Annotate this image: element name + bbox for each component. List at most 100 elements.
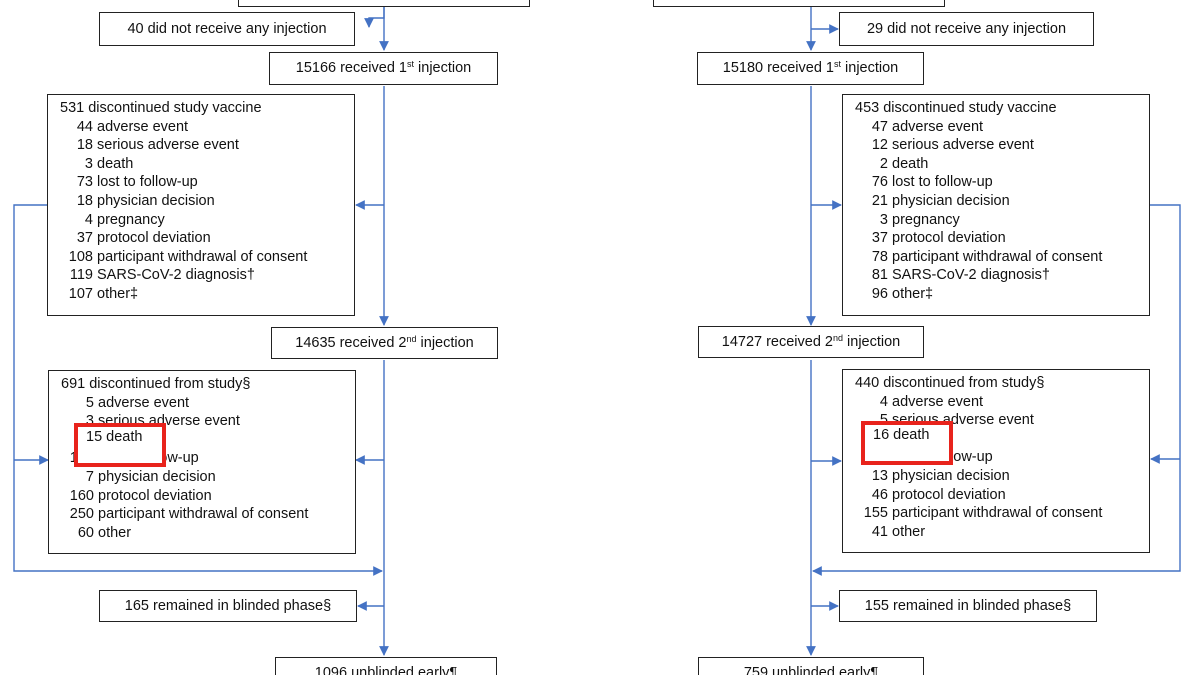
left-no-injection-arrow bbox=[364, 6, 385, 28]
reason-label: other bbox=[98, 524, 132, 541]
reason-count: 44 bbox=[76, 118, 93, 135]
reason-label: participant withdrawal of consent bbox=[892, 505, 1103, 522]
reason-count: 81 bbox=[871, 267, 888, 284]
reason-count: 5 bbox=[855, 411, 888, 430]
reason-count: 3 bbox=[85, 413, 94, 430]
reason-count: 3 bbox=[879, 211, 888, 228]
reason-count: 4 bbox=[84, 211, 93, 228]
reason-label: pregnancy bbox=[97, 211, 165, 228]
reason-label: serious adverse event bbox=[97, 137, 239, 154]
reason-count: 107 bbox=[68, 285, 93, 302]
left-first-injection-text: 15166 received 1st injection bbox=[295, 59, 472, 77]
reason-label: other‡ bbox=[97, 285, 139, 302]
reason-label: physician decision bbox=[98, 468, 216, 485]
reason-count: 3 bbox=[84, 155, 93, 172]
reason-count: 18 bbox=[76, 137, 93, 154]
right-second-injection-text: 14727 received 2nd injection bbox=[721, 332, 901, 350]
left-unblinded-early-box: 1096 unblinded early¶ bbox=[275, 657, 497, 675]
reason-label: SARS-CoV-2 diagnosis† bbox=[97, 267, 255, 284]
reason-count: 5 bbox=[85, 394, 94, 411]
left-remained-blinded-text: 165 remained in blinded phase§ bbox=[124, 597, 332, 614]
right-discontinued-study-header: 440 discontinued from study§ bbox=[855, 375, 1045, 391]
reason-count: 21 bbox=[871, 192, 888, 209]
reason-label: other‡ bbox=[892, 285, 934, 302]
reason-count: 13 bbox=[871, 467, 888, 484]
right-discontinued-vaccine-header: 453 discontinued study vaccine bbox=[855, 100, 1057, 116]
right-unblinded-early-text: 759 unblinded early¶ bbox=[743, 665, 879, 675]
right-top-box-partial bbox=[653, 0, 945, 7]
reason-count: 41 bbox=[871, 523, 888, 540]
left-second-injection-box: 14635 received 2nd injection bbox=[271, 327, 498, 359]
reason-label: SARS-CoV-2 diagnosis† bbox=[892, 267, 1050, 284]
left-no-injection-box: 40 did not receive any injection bbox=[99, 12, 355, 46]
right-unblinded-early-box: 759 unblinded early¶ bbox=[698, 657, 924, 675]
right-no-injection-box: 29 did not receive any injection bbox=[839, 12, 1094, 46]
left-death-highlight: 15 death bbox=[74, 423, 166, 467]
reason-label: other bbox=[892, 523, 926, 540]
reason-count: 46 bbox=[871, 486, 888, 503]
reason-count: 108 bbox=[68, 248, 93, 265]
reason-count: 160 bbox=[69, 487, 94, 504]
reason-label: physician decision bbox=[97, 192, 215, 209]
reason-count: 7 bbox=[85, 468, 94, 485]
reason-count: 18 bbox=[76, 192, 93, 209]
reason-label: adverse event bbox=[98, 394, 190, 411]
left-top-box-partial bbox=[238, 0, 530, 7]
reason-count: 4 bbox=[879, 393, 888, 410]
reason-label: adverse event bbox=[97, 118, 189, 135]
right-outer-loop-line bbox=[812, 204, 1181, 576]
right-remained-blinded-box: 155 remained in blinded phase§ bbox=[839, 590, 1097, 622]
reason-label: participant withdrawal of consent bbox=[97, 248, 308, 265]
left-outer-loop-line bbox=[13, 204, 383, 576]
reason-label: serious adverse event bbox=[892, 137, 1034, 154]
reason-count: 96 bbox=[871, 285, 888, 302]
reason-label: protocol deviation bbox=[892, 230, 1006, 247]
right-death-highlight: 16 death bbox=[861, 421, 953, 465]
left-unblinded-early-text: 1096 unblinded early¶ bbox=[314, 665, 458, 675]
reason-count: 78 bbox=[871, 248, 888, 265]
left-second-injection-text: 14635 received 2nd injection bbox=[295, 333, 474, 351]
reason-count: 12 bbox=[871, 137, 888, 154]
reason-label: protocol deviation bbox=[97, 230, 211, 247]
reason-label: death bbox=[892, 155, 929, 172]
reason-label: lost to follow-up bbox=[97, 174, 198, 191]
reason-count: 47 bbox=[871, 118, 888, 135]
reason-count: 73 bbox=[76, 174, 93, 191]
reason-label: physician decision bbox=[892, 192, 1010, 209]
reason-label: adverse event bbox=[892, 118, 984, 135]
right-no-injection-text: 29 did not receive any injection bbox=[866, 20, 1067, 37]
right-first-injection-text: 15180 received 1st injection bbox=[722, 59, 899, 77]
left-first-injection-box: 15166 received 1st injection bbox=[269, 52, 498, 85]
reason-count: 250 bbox=[69, 506, 94, 523]
